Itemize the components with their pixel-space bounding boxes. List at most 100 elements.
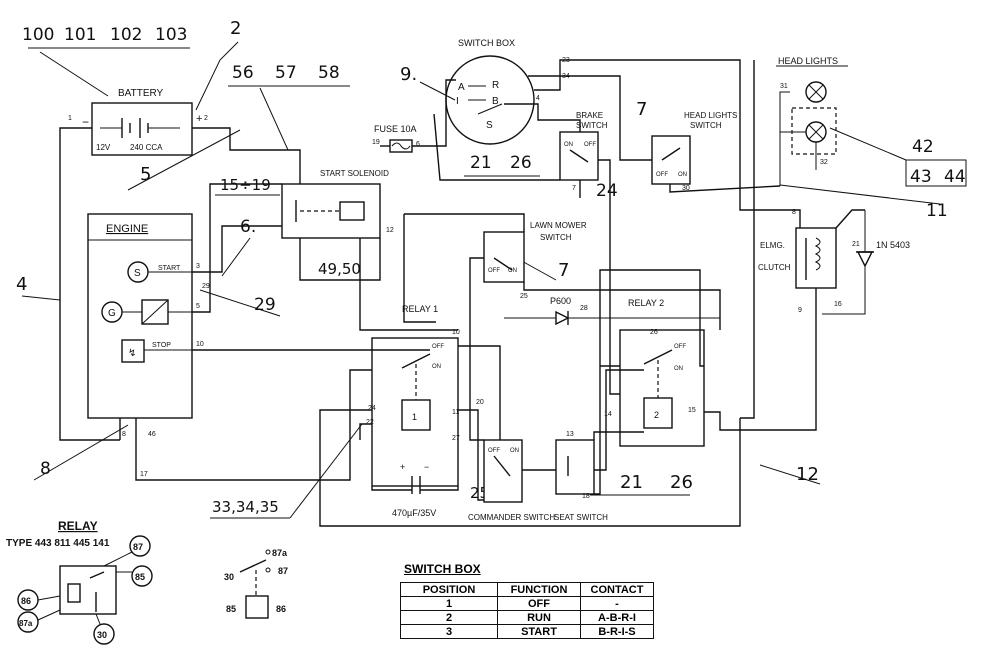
relay-type: TYPE 443 811 445 141 [6,538,110,549]
switch-box-table: POSITION FUNCTION CONTACT 1 OFF - 2 RUN … [400,582,654,639]
svg-text:+: + [196,113,202,125]
fuse: FUSE 10A [374,124,417,153]
ref-7b: 7 [558,260,569,281]
ref-8: 8 [40,459,51,479]
svg-text:OFF: OFF [488,448,500,454]
lawn-mower-switch-label-1: LAWN MOWER [530,221,587,230]
svg-text:OFF: OFF [432,344,444,350]
svg-text:8: 8 [122,431,126,438]
ref-42: 42 [912,137,934,157]
svg-text:4: 4 [536,95,540,102]
svg-text:31: 31 [780,83,788,90]
svg-text:9: 9 [798,307,802,314]
fuse-label: FUSE 10A [374,124,417,134]
svg-text:3: 3 [196,263,200,270]
capacitor-label: 470µF/35V [392,508,436,518]
svg-text:30: 30 [224,572,234,582]
svg-text:30: 30 [682,185,690,192]
svg-text:1: 1 [412,412,417,422]
svg-text:ON: ON [564,142,573,148]
ref-2: 2 [230,18,241,39]
svg-text:15: 15 [688,407,696,414]
svg-text:10: 10 [196,341,204,348]
ref-58: 58 [318,63,340,83]
svg-text:29: 29 [202,283,210,290]
ref-33-35: 33,34,35 [212,498,279,516]
relay1-label: RELAY 1 [402,304,438,314]
diode-1n5403: 1N 5403 [822,210,910,315]
svg-text:46: 46 [148,431,156,438]
battery: BATTERY 12V 240 CCA − + [82,88,202,156]
ref-11: 11 [926,201,948,221]
headlights-switch-label-2: SWITCH [690,121,722,130]
contact-labels: ON OFF OFF ON OFF ON OFF ON OFF ON OFF O… [432,142,687,454]
svg-text:86: 86 [21,596,31,606]
head-lights: HEAD LIGHTS [776,56,848,186]
ref-102: 102 [110,25,142,45]
col-position: POSITION [400,582,498,597]
svg-text:32: 32 [820,159,828,166]
svg-text:OFF: OFF [584,142,596,148]
svg-text:24: 24 [368,405,376,412]
ref-26a: 26 [510,153,532,173]
ref-7a: 7 [636,99,647,120]
svg-text:87: 87 [133,542,143,552]
col-contact: CONTACT [580,582,654,597]
lawn-mower-switch-label-2: SWITCH [540,233,572,242]
ref-15-19: 15÷19 [220,176,271,194]
ref-100: 100 [22,25,54,45]
headlights-switch-label-1: HEAD LIGHTS [684,111,737,120]
svg-text:2: 2 [654,410,659,420]
table-row: 1 OFF - [400,596,654,611]
svg-text:19: 19 [372,139,380,146]
svg-text:10: 10 [452,329,460,336]
ref-21a: 21 [470,153,492,173]
svg-text:ON: ON [510,448,519,454]
ref-49-50: 49,50 [318,260,361,278]
battery-voltage: 12V [96,143,111,152]
svg-text:17: 17 [140,471,148,478]
wiring [59,59,865,527]
svg-text:R: R [492,80,499,91]
svg-text:OFF: OFF [488,268,500,274]
table-row: 3 START B-R-I-S [400,624,654,639]
head-lights-label: HEAD LIGHTS [778,56,838,66]
svg-text:−: − [424,462,429,472]
brake-switch: BRAKE SWITCH [559,111,608,181]
ref-101: 101 [64,25,96,45]
svg-text:85: 85 [226,604,236,614]
ref-43: 43 [910,167,932,187]
svg-text:22: 22 [366,419,374,426]
svg-text:I: I [456,96,459,107]
ref-5: 5 [140,164,151,185]
ref-44: 44 [944,167,966,187]
svg-text:1: 1 [68,115,72,122]
engine-stop-label: STOP [152,342,171,349]
svg-text:85: 85 [135,572,145,582]
headlights-switch: HEAD LIGHTS SWITCH [651,111,737,185]
svg-text:18: 18 [582,493,590,500]
relay-legend-title: RELAY [58,519,98,533]
svg-text:+: + [400,462,405,472]
svg-text:26: 26 [650,329,658,336]
svg-text:8: 8 [792,209,796,216]
svg-text:5: 5 [196,303,200,310]
svg-text:23: 23 [562,57,570,64]
seat-switch: SEAT SWITCH [554,439,608,522]
battery-label: BATTERY [118,88,164,99]
ref-6: 6. [240,217,256,237]
col-function: FUNCTION [497,582,581,597]
ref-26b: 26 [670,472,693,493]
svg-text:34: 34 [562,73,570,80]
svg-text:−: − [82,115,89,129]
ref-103: 103 [155,25,187,45]
svg-text:14: 14 [604,411,612,418]
relay2-label: RELAY 2 [628,298,664,308]
svg-text:87a: 87a [272,548,288,558]
battery-cca: 240 CCA [130,143,163,152]
relay-1: RELAY 1 1 [371,304,459,487]
svg-text:ON: ON [678,172,687,178]
svg-text:S: S [134,268,141,279]
relay-legend: RELAY TYPE 443 811 445 141 87 85 86 87a … [6,519,153,645]
